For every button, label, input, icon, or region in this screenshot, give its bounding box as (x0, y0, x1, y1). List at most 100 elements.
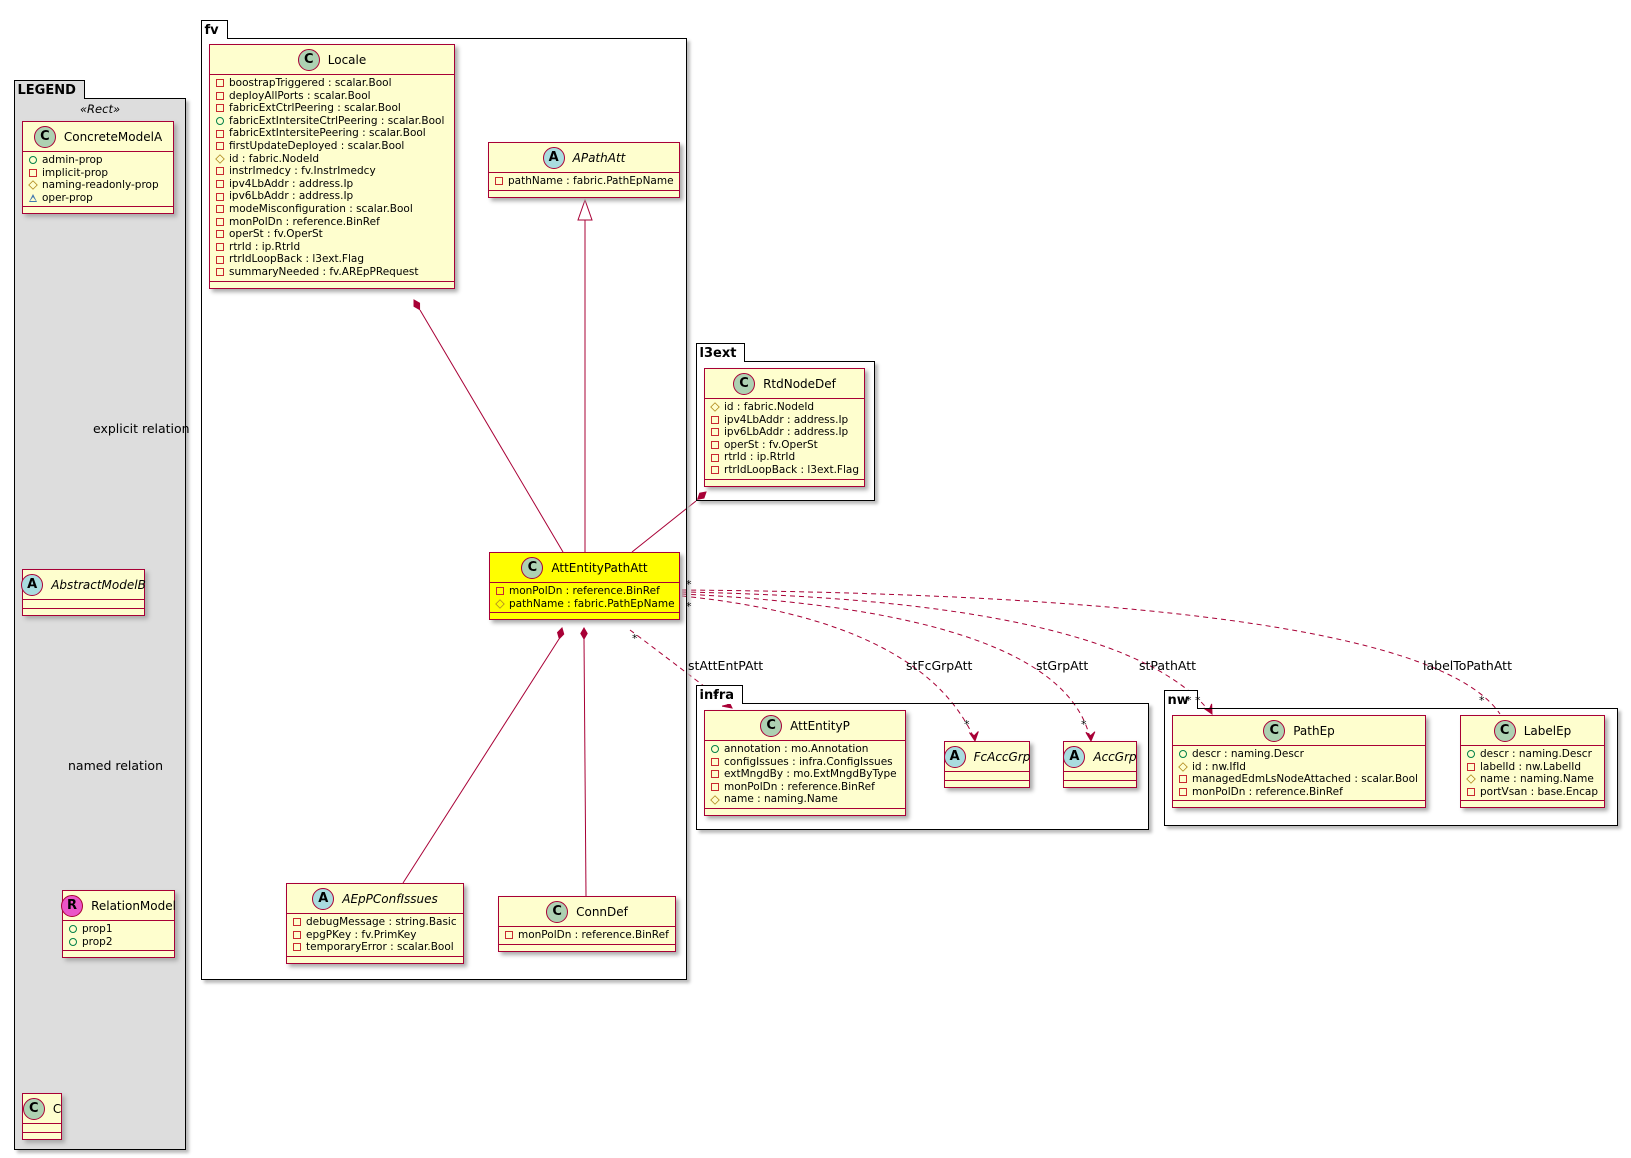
private-visibility-icon (1179, 775, 1187, 784)
package-legend: LEGEND «Rect» (13, 80, 186, 1150)
attribute-text: ipv4LbAddr : address.Ip (229, 177, 354, 190)
attribute-text: summaryNeeded : fv.AREpPRequest (229, 265, 419, 278)
attribute-row: pathName : fabric.PathEpName (495, 597, 679, 611)
attribute-text: oper-prop (42, 191, 93, 204)
attribute-text: temporaryError : scalar.Bool (306, 941, 454, 954)
attribute-text: descr : naming.Descr (1480, 748, 1592, 760)
private-visibility-icon (1179, 788, 1187, 797)
class-name: AttEntityPathAtt (551, 560, 648, 575)
private-visibility-icon (216, 104, 224, 113)
attribute-text: pathName : fabric.PathEpName (509, 597, 675, 610)
class-methods (23, 1133, 61, 1139)
public-visibility-icon (1467, 750, 1475, 759)
attribute-text: ipv6LbAddr : address.Ip (724, 426, 849, 439)
label-st-grp-att: stGrpAtt (1036, 658, 1089, 673)
private-visibility-icon (711, 428, 719, 437)
attribute-text: operSt : fv.OperSt (229, 228, 323, 241)
class-methods (23, 609, 144, 615)
attribute-row: monPolDn : reference.BinRef (216, 216, 454, 229)
class-fc-acc-grp[interactable]: A FcAccGrp (943, 741, 1031, 788)
label-label-to-path-att: labelToPathAtt (1423, 658, 1512, 673)
attribute-text: rtrId : ip.RtrId (229, 240, 301, 253)
label-st-fc-grp-att: stFcGrpAtt (906, 658, 973, 673)
class-name: Locale (327, 52, 367, 67)
package-fv-tab: fv (200, 20, 228, 39)
attribute-row: configIssues : infra.ConfigIssues (711, 756, 905, 769)
class-name: ConnDef (576, 904, 628, 919)
association-arrow-icon (1203, 703, 1213, 715)
attribute-row: labelId : nw.LabelId (1467, 761, 1604, 774)
attribute-text: prop2 (82, 935, 113, 948)
attribute-row: id : fabric.NodeId (710, 401, 864, 414)
private-visibility-icon (711, 466, 719, 475)
multiplicity-star: * (1186, 694, 1192, 707)
protected-visibility-icon (495, 599, 505, 609)
attribute-row: modeMisconfiguration : scalar.Bool (216, 203, 454, 216)
attribute-row: monPolDn : reference.BinRef (1179, 786, 1425, 799)
attribute-row: descr : naming.Descr (1467, 748, 1604, 761)
attribute-row: rtrId : ip.RtrId (711, 451, 864, 464)
class-stereotype-badge-icon: C (1493, 719, 1516, 742)
st-path-att-line (681, 591, 1211, 713)
private-visibility-icon (1467, 762, 1475, 771)
attribute-row: prop2 (69, 936, 174, 949)
attribute-row: implicit-prop (29, 167, 173, 180)
package-legend-stereotype: «Rect» (79, 102, 121, 116)
attribute-row: managedEdmLsNodeAttached : scalar.Bool (1179, 773, 1425, 786)
attribute-row: debugMessage : string.Basic (293, 916, 463, 929)
class-attributes: monPolDn : reference.BinRef (499, 927, 675, 945)
class-name: RelationModel (91, 898, 176, 913)
multiplicity-star: * (1195, 694, 1201, 707)
private-visibility-icon (496, 587, 504, 596)
attribute-text: labelId : nw.LabelId (1480, 760, 1582, 773)
private-visibility-icon (711, 415, 719, 424)
class-methods (1064, 781, 1136, 787)
class-name: AttEntityP (790, 718, 850, 733)
package-l3ext: l3ext (695, 343, 875, 501)
class-name: FcAccGrp (973, 749, 1031, 764)
attribute-text: fabricExtCtrlPeering : scalar.Bool (229, 102, 401, 115)
package-visibility-icon (29, 194, 37, 203)
attribute-text: id : fabric.NodeId (724, 401, 815, 413)
private-visibility-icon (216, 230, 224, 239)
attribute-row: pathName : fabric.PathEpName (495, 175, 679, 188)
class-stereotype-badge-icon: C (760, 714, 783, 737)
attribute-text: name : naming.Name (1480, 773, 1594, 786)
attribute-text: monPolDn : reference.BinRef (509, 585, 660, 597)
protected-visibility-icon (710, 794, 720, 805)
attribute-text: name : naming.Name (724, 793, 838, 806)
composition-diamond-icon (696, 491, 707, 500)
multiplicity-star: * (686, 600, 692, 613)
class-stereotype-badge-icon: A (943, 745, 966, 768)
attribute-text: configIssues : infra.ConfigIssues (724, 755, 893, 768)
public-visibility-icon (69, 937, 77, 946)
attribute-row: portVsan : base.Encap (1467, 786, 1604, 799)
class-stereotype-badge-icon: C (733, 372, 756, 395)
private-visibility-icon (216, 243, 224, 252)
attribute-row: annotation : mo.Annotation (711, 743, 905, 756)
private-visibility-icon (711, 770, 719, 779)
private-visibility-icon (216, 91, 224, 100)
package-nw-tab: nw (1163, 690, 1198, 709)
